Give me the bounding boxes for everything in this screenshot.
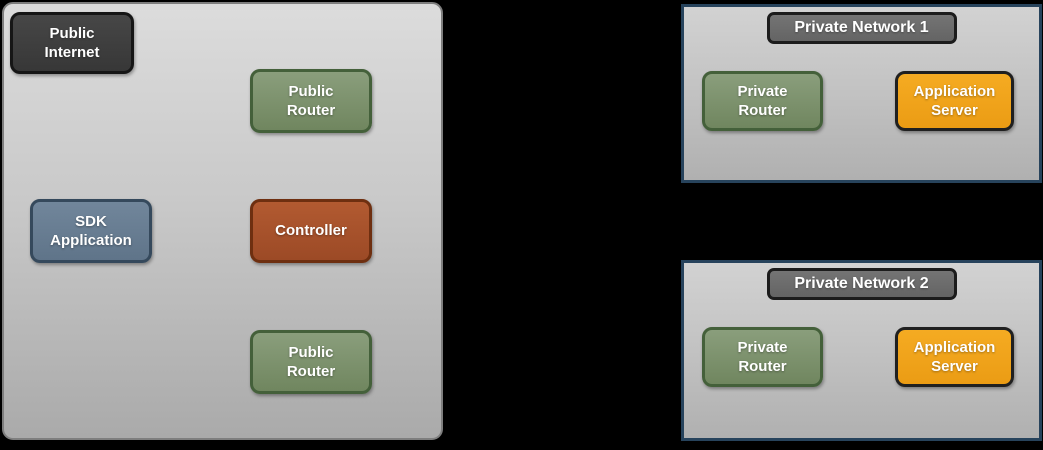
node-application-server-1: Application Server [895,71,1014,131]
node-sdk-application: SDK Application [30,199,152,263]
node-public-router-top: Public Router [250,69,372,133]
node-application-server-2: Application Server [895,327,1014,387]
private-network-2-container: Private Network 2 Private Router Applica… [681,260,1042,441]
private-network-1-container: Private Network 1 Private Router Applica… [681,4,1042,183]
node-private-router-1: Private Router [702,71,823,131]
private-network-1-title: Private Network 1 [766,12,957,44]
node-public-router-bottom: Public Router [250,330,372,394]
public-internet-zone: Public Internet Public Router SDK Applic… [2,2,443,440]
node-private-router-2: Private Router [702,327,823,387]
private-network-2-title: Private Network 2 [766,268,957,300]
node-controller: Controller [250,199,372,263]
node-public-internet: Public Internet [10,12,134,74]
